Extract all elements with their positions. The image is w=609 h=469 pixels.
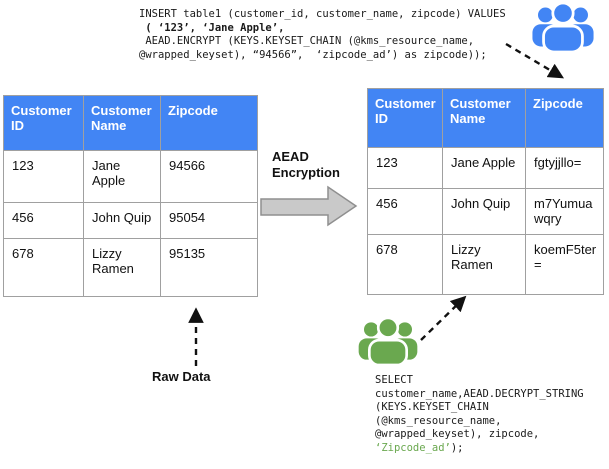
- header-cell: Customer ID: [367, 88, 443, 148]
- cell: John Quip: [442, 188, 526, 235]
- insert-sql-line: AEAD.ENCRYPT (KEYS.KEYSET_CHAIN (@kms_re…: [139, 35, 475, 47]
- cell: fgtyjjllo=: [525, 147, 604, 189]
- select-sql-line: (@kms_resource_name,: [375, 414, 502, 427]
- table-row: 123 Jane Apple 94566: [3, 150, 258, 203]
- cell: Lizzy Ramen: [442, 233, 526, 295]
- cell: 678: [367, 233, 443, 295]
- encryption-arrow: [260, 185, 358, 227]
- table-row: 123 Jane Apple fgtyjjllo=: [367, 147, 604, 189]
- cell: koemF5ter=: [525, 233, 604, 295]
- raw-data-table: Customer ID Customer Name Zipcode 123 Ja…: [3, 95, 258, 297]
- table-row: 456 John Quip 95054: [3, 202, 258, 239]
- table-header-row: Customer ID Customer Name Zipcode: [3, 95, 258, 151]
- cell: 123: [3, 150, 84, 203]
- header-cell: Customer ID: [3, 95, 84, 151]
- cell: 95135: [160, 238, 258, 297]
- select-sql-line: ‘Zipcode_ad’);: [375, 442, 584, 456]
- header-cell: Customer Name: [83, 95, 161, 151]
- cell: 123: [367, 147, 443, 189]
- aead-encryption-label: AEAD Encryption: [272, 149, 340, 181]
- header-cell: Zipcode: [160, 95, 258, 151]
- cell: Jane Apple: [83, 150, 161, 203]
- header-cell: Zipcode: [525, 88, 604, 148]
- users-group-icon: [529, 1, 597, 54]
- cell: Jane Apple: [442, 147, 526, 189]
- insert-sql-line: INSERT table1 (customer_id, customer_nam…: [139, 8, 506, 20]
- encrypted-data-table: Customer ID Customer Name Zipcode 123 Ja…: [367, 88, 604, 295]
- select-sql-line: SELECT: [375, 374, 413, 386]
- aead-encryption-label-line: Encryption: [272, 165, 340, 180]
- insert-sql-line: ( ‘123’, ‘Jane Apple’,: [139, 21, 285, 34]
- table-row: 456 John Quip m7Yumuawqry: [367, 188, 604, 235]
- cell: m7Yumuawqry: [525, 188, 604, 235]
- select-sql-line: (KEYS.KEYSET_CHAIN: [375, 401, 489, 413]
- header-cell: Customer Name: [442, 88, 526, 148]
- select-sql-line: @wrapped_keyset), zipcode,: [375, 428, 540, 440]
- select-sql-line-tail: );: [450, 441, 464, 454]
- table-row: 678 Lizzy Ramen koemF5ter=: [367, 233, 604, 295]
- insert-sql-line: @wrapped_keyset), “94566”, ‘zipcode_ad’)…: [139, 48, 487, 61]
- cell: 95054: [160, 202, 258, 239]
- cell: 456: [3, 202, 84, 239]
- select-flow-arrow: [420, 295, 467, 341]
- cell: Lizzy Ramen: [83, 238, 161, 297]
- raw-data-label: Raw Data: [152, 369, 211, 384]
- select-sql-highlight: ‘Zipcode_ad’: [375, 441, 451, 454]
- select-sql-line: customer_name,AEAD.DECRYPT_STRING: [375, 387, 584, 400]
- aead-encryption-label-line: AEAD: [272, 149, 309, 164]
- cell: 94566: [160, 150, 258, 203]
- cell: 678: [3, 238, 84, 297]
- users-group-icon: [357, 316, 419, 367]
- table-header-row: Customer ID Customer Name Zipcode: [367, 88, 604, 148]
- insert-sql-code: INSERT table1 (customer_id, customer_nam…: [139, 8, 506, 62]
- cell: 456: [367, 188, 443, 235]
- cell: John Quip: [83, 202, 161, 239]
- table-row: 678 Lizzy Ramen 95135: [3, 238, 258, 297]
